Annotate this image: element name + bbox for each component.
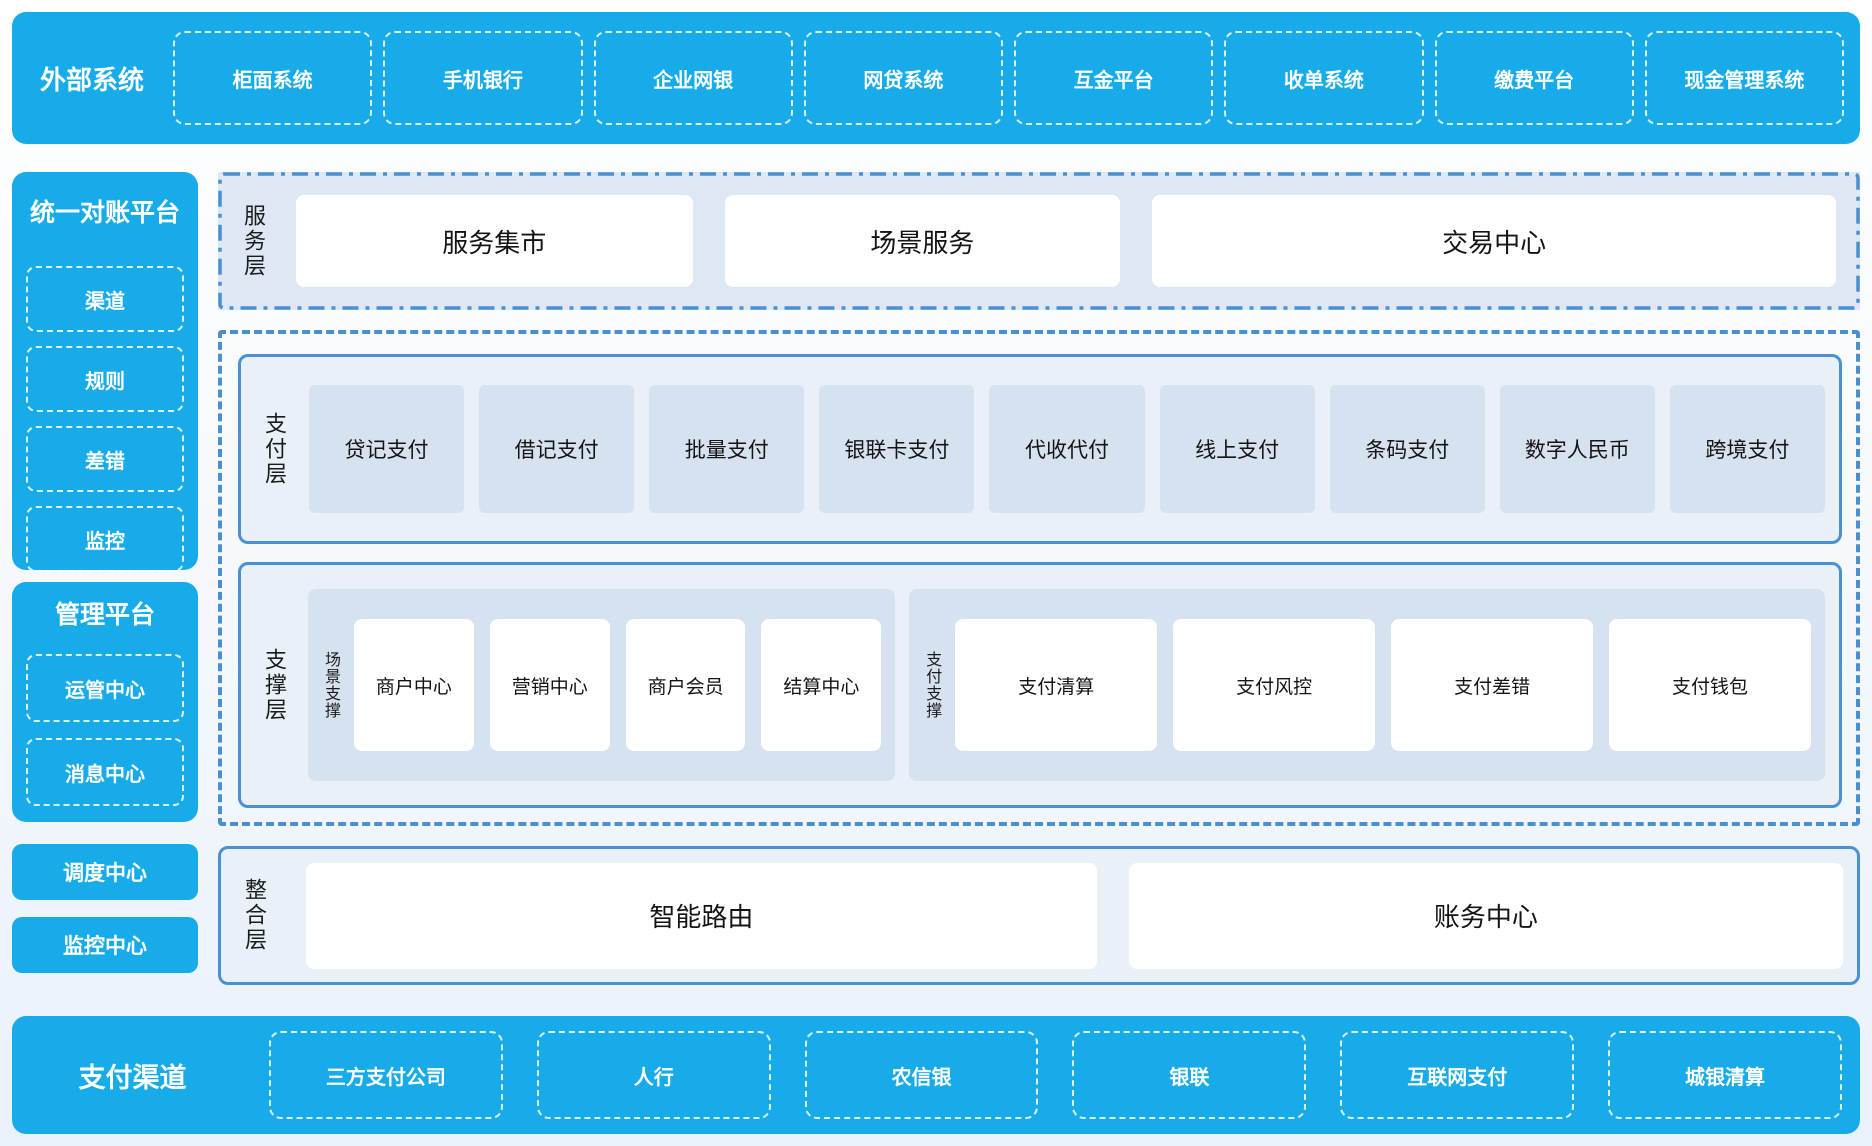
external-system-item: 手机银行 <box>383 31 583 126</box>
service-layer-label: 服务层 <box>241 203 266 279</box>
payment-support-box: 支付钱包 <box>1609 619 1811 752</box>
scene-support-box: 营销中心 <box>489 619 610 752</box>
payment-channel-item: 农信银 <box>804 1031 1039 1120</box>
payment-box: 跨境支付 <box>1669 385 1825 514</box>
service-layer-panel: 服务层 服务集市 场景服务 交易中心 <box>218 172 1860 311</box>
scene-support-box: 结算中心 <box>761 619 882 752</box>
reconciliation-platform-title: 统一对账平台 <box>29 199 180 228</box>
payment-box: 条码支付 <box>1329 385 1485 514</box>
spacer <box>12 822 198 844</box>
reconciliation-item: 规则 <box>26 346 184 413</box>
support-layer-box: 支撑层 场景支撑 商户中心 营销中心 商户会员 结算中心 支付支撑 支付清算 支… <box>238 562 1842 809</box>
spacer <box>12 570 198 582</box>
integration-box: 智能路由 <box>306 862 1097 969</box>
management-item: 运管中心 <box>26 654 184 723</box>
payment-channel-item: 城银清算 <box>1608 1031 1842 1120</box>
spacer <box>12 900 198 917</box>
payment-support-label: 支付支撑 <box>923 651 941 720</box>
payment-support-box: 支付清算 <box>955 619 1158 752</box>
diagram-body: 统一对账平台 渠道 规则 差错 监控 管理平台 运管中心 消息中心 调度中心 监… <box>12 172 1860 986</box>
scene-support-group: 场景支撑 商户中心 营销中心 商户会员 结算中心 <box>308 589 896 782</box>
payment-channel-item: 三方支付公司 <box>269 1031 503 1120</box>
reconciliation-platform-panel: 统一对账平台 渠道 规则 差错 监控 <box>12 172 198 573</box>
payment-channel-item: 人行 <box>536 1031 771 1120</box>
left-sidebar: 统一对账平台 渠道 规则 差错 监控 管理平台 运管中心 消息中心 调度中心 监… <box>12 172 198 985</box>
support-layer-label: 支撑层 <box>262 647 287 723</box>
dispatch-center-block: 调度中心 <box>12 844 198 901</box>
payment-box: 数字人民币 <box>1499 385 1655 514</box>
core-layers-dashed-frame: 支付层 贷记支付 借记支付 批量支付 银联卡支付 代收代付 线上支付 条码支付 … <box>218 330 1860 827</box>
external-system-item: 企业网银 <box>593 31 793 126</box>
payment-support-box: 支付差错 <box>1391 619 1594 752</box>
payment-box: 贷记支付 <box>309 385 465 514</box>
external-system-item: 柜面系统 <box>173 31 373 126</box>
payment-box: 银联卡支付 <box>819 385 975 514</box>
reconciliation-item: 渠道 <box>26 266 184 333</box>
scene-support-box: 商户中心 <box>354 619 474 752</box>
service-box: 场景服务 <box>724 195 1121 288</box>
external-systems-title: 外部系统 <box>39 64 144 95</box>
payment-box: 借记支付 <box>479 385 635 514</box>
layers-column: 服务层 服务集市 场景服务 交易中心 支付层 贷记支付 借记支付 批量支付 银联… <box>218 172 1860 986</box>
external-systems-bar: 外部系统 柜面系统 手机银行 企业网银 网贷系统 互金平台 收单系统 缴费平台 … <box>12 12 1860 145</box>
scene-support-label: 场景支撑 <box>322 651 339 720</box>
integration-layer-label: 整合层 <box>242 878 267 954</box>
external-system-item: 收单系统 <box>1224 31 1424 126</box>
management-item: 消息中心 <box>26 738 184 807</box>
payment-channels-title: 支付渠道 <box>78 1062 187 1093</box>
management-platform-title: 管理平台 <box>54 601 155 630</box>
payment-support-box: 支付风控 <box>1173 619 1376 752</box>
integration-layer-box: 整合层 智能路由 账务中心 <box>218 846 1860 986</box>
payment-box: 代收代付 <box>989 385 1145 514</box>
payment-box: 批量支付 <box>649 385 805 514</box>
integration-box: 账务中心 <box>1128 862 1843 969</box>
management-platform-panel: 管理平台 运管中心 消息中心 <box>12 582 198 823</box>
external-system-item: 网贷系统 <box>803 31 1003 126</box>
payment-channels-bar: 支付渠道 三方支付公司 人行 农信银 银联 互联网支付 城银清算 <box>12 1016 1860 1134</box>
reconciliation-item: 监控 <box>26 506 184 573</box>
external-system-item: 互金平台 <box>1014 31 1214 126</box>
payment-channel-item: 银联 <box>1072 1031 1307 1120</box>
payment-layer-label: 支付层 <box>262 411 287 487</box>
scene-support-box: 商户会员 <box>625 619 746 752</box>
reconciliation-item: 差错 <box>26 426 184 493</box>
service-box: 服务集市 <box>296 195 693 288</box>
service-box: 交易中心 <box>1152 195 1836 288</box>
payment-layer-box: 支付层 贷记支付 借记支付 批量支付 银联卡支付 代收代付 线上支付 条码支付 … <box>238 354 1842 545</box>
monitor-center-block: 监控中心 <box>12 917 198 974</box>
payment-channel-item: 互联网支付 <box>1340 1031 1575 1120</box>
payment-box: 线上支付 <box>1159 385 1315 514</box>
external-system-item: 缴费平台 <box>1434 31 1634 126</box>
payment-support-group: 支付支撑 支付清算 支付风控 支付差错 支付钱包 <box>909 589 1825 782</box>
external-system-item: 现金管理系统 <box>1644 31 1844 126</box>
